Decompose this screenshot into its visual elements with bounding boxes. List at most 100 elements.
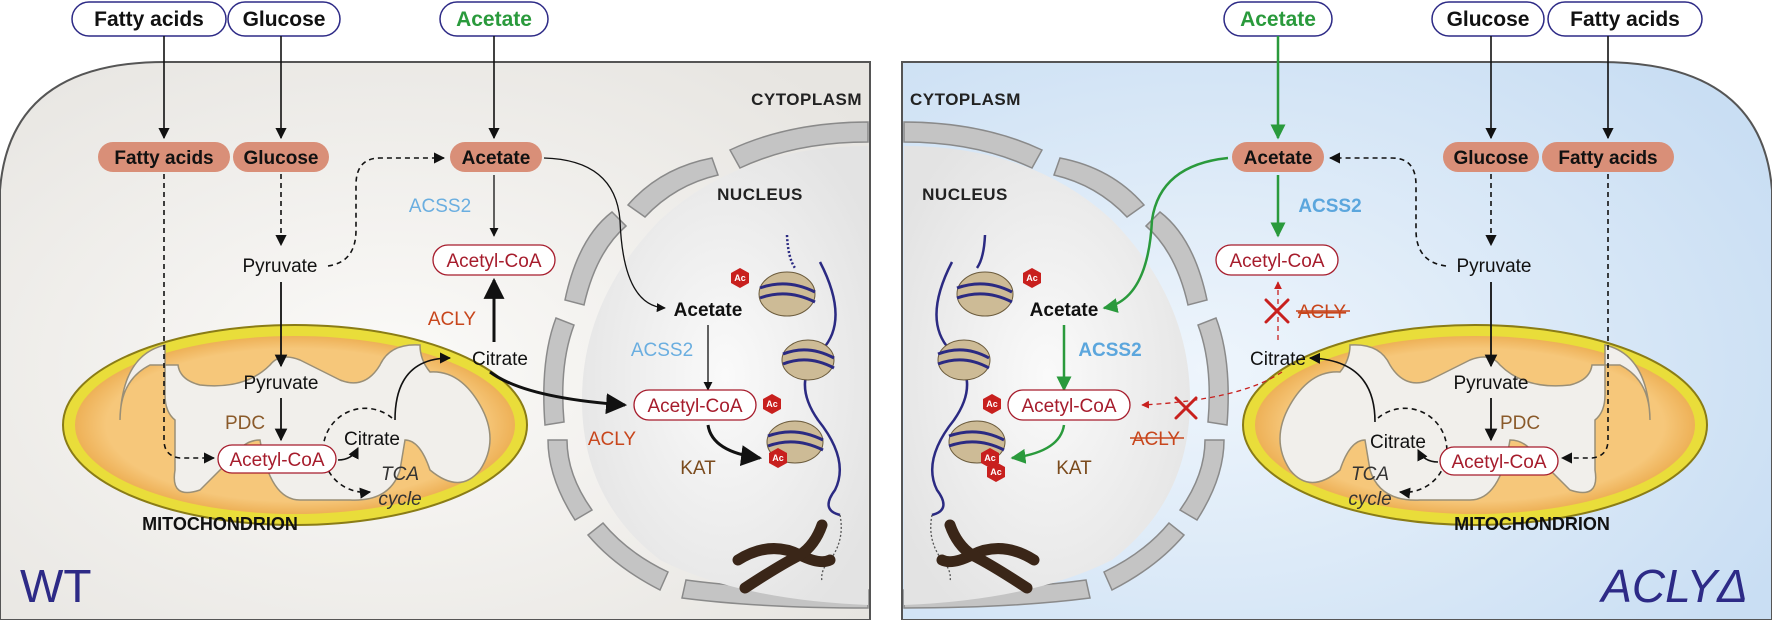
right-pill-fatty-acids-text: Fatty acids <box>1558 148 1657 169</box>
svg-text:Ac: Ac <box>990 467 1002 477</box>
left-nuclear-envelope <box>543 121 869 609</box>
svg-text:Ac: Ac <box>986 399 998 409</box>
right-acetate-nuc: Acetate <box>1030 300 1099 321</box>
left-cytoplasm-label: CYTOPLASM <box>751 90 862 109</box>
left-chromatin <box>758 234 842 583</box>
left-acss2-cyto: ACSS2 <box>409 196 471 217</box>
right-acetyl-coa-cyto-text: Acetyl-CoA <box>1229 251 1324 272</box>
right-arrow-acetate-to-nuc <box>1102 156 1229 313</box>
right-panel: CYTOPLASM NUCLEUS MITOCHONDRION TCA cycl… <box>901 1 1772 621</box>
right-acss2-cyto: ACSS2 <box>1298 196 1361 217</box>
left-pill-fatty-acids: Fatty acids <box>98 142 230 172</box>
right-ac-mark: Ac <box>1023 268 1041 288</box>
left-tca-label-1: TCA <box>381 464 419 485</box>
right-ac-mark: Ac <box>983 394 1001 414</box>
left-panel-label: WT <box>20 560 92 612</box>
right-tca-label-1: TCA <box>1351 464 1389 485</box>
left-acetyl-coa-nuc-text: Acetyl-CoA <box>647 396 742 417</box>
left-acetyl-coa-cyto: Acetyl-CoA <box>432 244 556 276</box>
left-source-acetate-text: Acetate <box>456 8 532 31</box>
left-nucleus <box>582 146 868 605</box>
left-kat-label: KAT <box>680 458 716 479</box>
left-source-glucose-text: Glucose <box>243 8 326 31</box>
right-block-x-icon <box>1174 396 1198 420</box>
left-ac-mark: Ac <box>763 394 781 414</box>
right-tca-label-2: cycle <box>1348 489 1391 510</box>
right-pyruvate-mito: Pyruvate <box>1454 373 1529 394</box>
left-pdc-label: PDC <box>225 413 265 434</box>
right-pill-glucose-text: Glucose <box>1454 148 1529 169</box>
right-source-glucose-text: Glucose <box>1447 8 1530 31</box>
right-arrow-pyr-to-acetate <box>1328 152 1447 267</box>
left-pill-glucose: Glucose <box>233 142 329 172</box>
right-pill-acetate: Acetate <box>1232 142 1324 172</box>
left-acly-nuc: ACLY <box>588 429 637 450</box>
left-pyruvate-cyto: Pyruvate <box>243 256 318 277</box>
left-acetyl-coa-mito-text: Acetyl-CoA <box>229 450 324 471</box>
left-pill-fatty-acids-text: Fatty acids <box>114 148 213 169</box>
right-acly-cyto: ACLY <box>1298 302 1347 323</box>
left-mitochondrion <box>62 324 528 526</box>
right-pdc-label: PDC <box>1500 413 1540 434</box>
left-acetate-nuc: Acetate <box>674 300 743 321</box>
left-pill-acetate-text: Acetate <box>462 148 531 169</box>
svg-text:Ac: Ac <box>1026 273 1038 283</box>
right-pyruvate-cyto: Pyruvate <box>1457 256 1532 277</box>
left-acly-cyto: ACLY <box>428 309 477 330</box>
right-arrow-citrate-out <box>1308 352 1376 423</box>
right-kat-label: KAT <box>1056 458 1092 479</box>
left-ac-mark: Ac <box>731 268 749 288</box>
left-citrate-mito: Citrate <box>344 429 400 450</box>
right-tca-cycle-arrow <box>1377 407 1448 499</box>
left-source-fatty-acids: Fatty acids <box>71 1 227 37</box>
right-block-x-icon <box>1264 298 1290 324</box>
right-acetyl-coa-mito-text: Acetyl-CoA <box>1451 452 1546 473</box>
left-arrow-fa-to-acoa <box>163 174 216 464</box>
right-source-acetate: Acetate <box>1223 1 1333 37</box>
right-arrow-fa-to-acoa <box>1560 174 1609 464</box>
left-acetyl-coa-mito: Acetyl-CoA <box>217 444 337 474</box>
left-citrate-cyto: Citrate <box>472 349 528 370</box>
right-pill-acetate-text: Acetate <box>1244 148 1313 169</box>
svg-text:Ac: Ac <box>734 273 746 283</box>
left-acetyl-coa-cyto-text: Acetyl-CoA <box>446 251 541 272</box>
right-source-fatty-acids-text: Fatty acids <box>1570 8 1680 31</box>
right-acetyl-coa-nuc: Acetyl-CoA <box>1007 389 1131 421</box>
left-panel: CYTOPLASM NUCLEUS MITOCHONDRION TCA cycl… <box>0 1 871 621</box>
right-panel-label: ACLYΔ <box>1598 560 1748 612</box>
left-chromosome <box>732 519 836 594</box>
left-nucleosome <box>758 271 816 317</box>
right-arrow-citrate-to-nuc-blocked <box>1141 371 1283 409</box>
svg-text:Ac: Ac <box>984 453 996 463</box>
right-acss2-nuc: ACSS2 <box>1078 340 1141 361</box>
left-arrow-acoa-to-histone <box>706 424 763 467</box>
left-pill-glucose-text: Glucose <box>244 148 319 169</box>
left-tca-label-2: cycle <box>378 489 421 510</box>
right-acetyl-coa-cyto: Acetyl-CoA <box>1215 244 1339 276</box>
left-acetyl-coa-nuc: Acetyl-CoA <box>633 389 757 421</box>
right-acetyl-coa-mito: Acetyl-CoA <box>1439 446 1559 476</box>
right-nucleosome <box>937 339 991 381</box>
left-source-fatty-acids-text: Fatty acids <box>94 8 204 31</box>
right-mitochondrion <box>1242 324 1708 526</box>
left-mitochondrion-label: MITOCHONDRION <box>142 514 298 534</box>
left-arrow-citrate-to-nuc-acoa <box>489 370 628 415</box>
right-acetyl-coa-nuc-text: Acetyl-CoA <box>1021 396 1116 417</box>
left-source-glucose: Glucose <box>227 1 341 37</box>
left-nucleus-label: NUCLEUS <box>717 185 803 204</box>
left-source-acetate: Acetate <box>439 1 549 37</box>
right-pill-glucose: Glucose <box>1443 142 1539 172</box>
right-pill-fatty-acids: Fatty acids <box>1542 142 1674 172</box>
left-arrow-pyr-to-acetate <box>327 152 446 267</box>
right-arrow-acoa-to-citrate <box>1417 448 1439 463</box>
right-source-glucose: Glucose <box>1431 1 1545 37</box>
right-nucleus-label: NUCLEUS <box>922 185 1008 204</box>
left-arrow-citrate-out <box>394 352 452 421</box>
left-acss2-nuc: ACSS2 <box>631 340 693 361</box>
right-chromosome <box>936 519 1040 594</box>
left-pill-acetate: Acetate <box>450 142 542 172</box>
right-acly-nuc: ACLY <box>1132 429 1181 450</box>
left-tca-cycle-arrow <box>322 407 393 499</box>
right-nucleosome <box>956 271 1014 317</box>
